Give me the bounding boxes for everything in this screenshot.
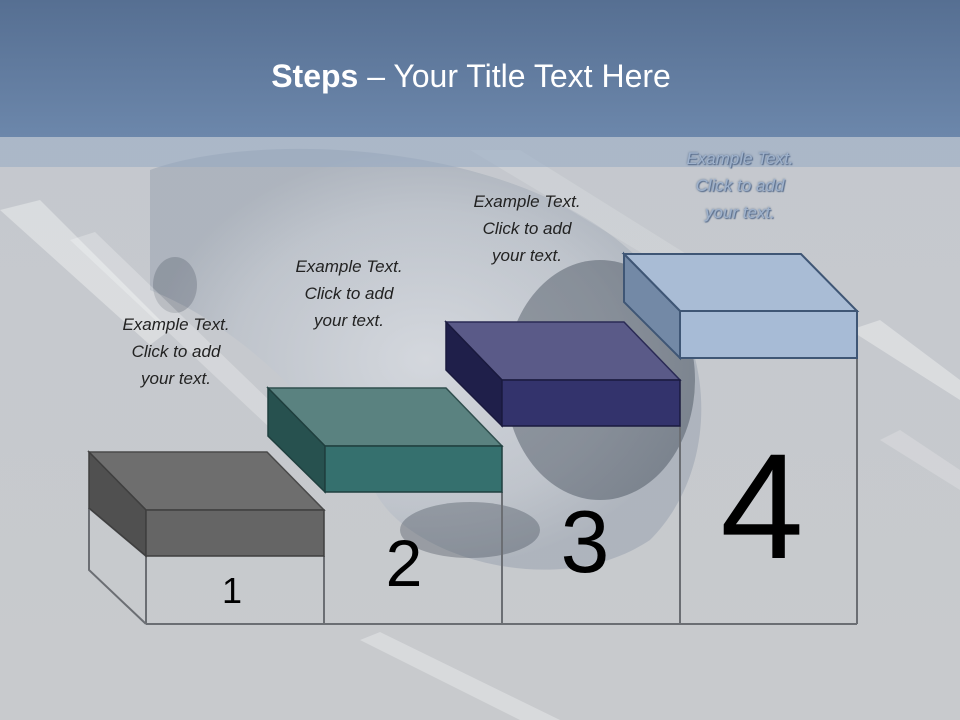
title-band (0, 137, 960, 167)
slide-title[interactable]: Steps – Your Title Text Here (0, 52, 942, 100)
step-2-number: 2 (386, 526, 423, 600)
step-4-box[interactable] (621, 251, 860, 361)
step-1-box[interactable] (87, 450, 326, 558)
step-1-number: 1 (222, 570, 242, 611)
step-3-box[interactable] (444, 320, 682, 428)
title-bold: Steps (271, 58, 359, 94)
steps-outline (88, 358, 858, 625)
step-3-number: 3 (561, 492, 610, 591)
step-4-number: 4 (720, 422, 803, 590)
step-2-label[interactable]: Example Text. Click to add your text. (295, 257, 403, 330)
step-3-label[interactable]: Example Text. Click to add your text. (473, 192, 581, 265)
step-2-box[interactable] (266, 386, 504, 494)
title-text: – Your Title Text Here (358, 58, 671, 94)
title-bar (0, 0, 960, 137)
step-4-label[interactable]: Example Text. Click to add your text. (686, 149, 794, 222)
step-1-label[interactable]: Example Text. Click to add your text. (122, 315, 230, 388)
